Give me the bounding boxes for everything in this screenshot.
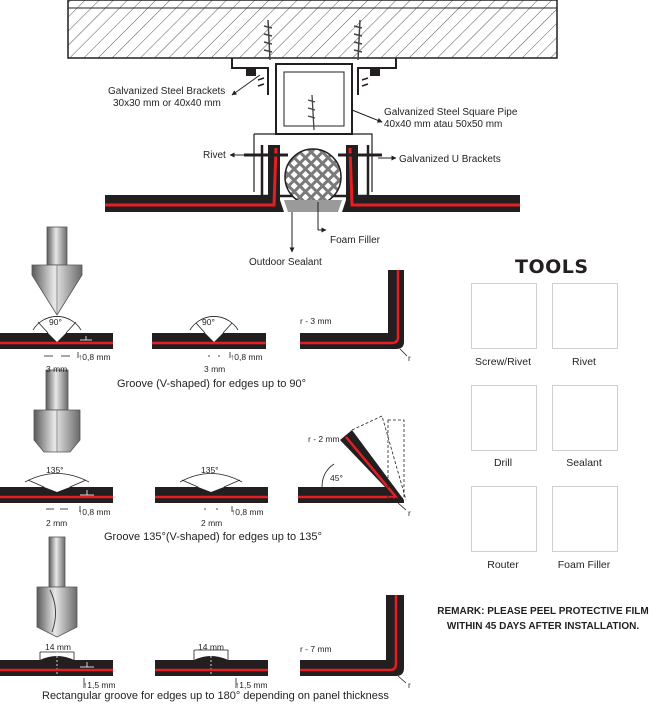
tool-card-foam-filler bbox=[552, 486, 618, 552]
tool-label-router: Router bbox=[487, 559, 519, 571]
tool-card-sealant bbox=[552, 385, 618, 451]
depth-label-180-a: ↑1,5 mm bbox=[83, 680, 116, 690]
tool-card-router bbox=[471, 486, 537, 552]
width-label-135-b: 2 mm bbox=[201, 518, 223, 528]
grooved-panel-90-b bbox=[152, 333, 266, 349]
depth-value-90-b: 0,8 mm bbox=[234, 352, 263, 362]
rivet-label: Rivet bbox=[203, 150, 226, 161]
v-groove-bit-90 bbox=[31, 226, 83, 316]
brackets-label: Galvanized Steel Brackets 30x30 mm or 40… bbox=[108, 86, 225, 110]
outdoor-sealant-label: Outdoor Sealant bbox=[249, 257, 322, 268]
remark-line2: WITHIN 45 DAYS AFTER INSTALLATION. bbox=[446, 621, 640, 632]
depth-label-135-a: ↑0,8 mm bbox=[78, 507, 111, 517]
panel-right bbox=[342, 145, 520, 212]
remark-note: REMARK: PLEASE PEEL PROTECTIVE FILM WITH… bbox=[437, 604, 649, 634]
folded-panel-90 bbox=[300, 270, 404, 349]
panel-left bbox=[105, 145, 284, 212]
remark-line1: REMARK: PLEASE PEEL PROTECTIVE FILM bbox=[437, 606, 649, 617]
concrete-slab bbox=[67, 0, 558, 59]
r-label-135: r bbox=[408, 508, 411, 518]
grooved-panel-rect-b bbox=[155, 656, 268, 676]
v-groove-90-row bbox=[0, 226, 408, 358]
depth-value-180-b: 1,5 mm bbox=[239, 680, 268, 690]
angle-label-135-b: 135° bbox=[201, 465, 219, 475]
width-label-90-a: 3 mm bbox=[46, 364, 68, 374]
tool-card-rivet bbox=[552, 283, 618, 349]
foam-filler-label: Foam Filler bbox=[330, 235, 381, 246]
pipe-label-line2: 40x40 mm atau 50x50 mm bbox=[384, 119, 503, 130]
r-label-90: r bbox=[408, 353, 411, 363]
brackets-label-line1: Galvanized Steel Brackets bbox=[108, 86, 226, 97]
width-label-180-a: 14 mm bbox=[45, 642, 71, 652]
angle-45-label: 45° bbox=[330, 473, 343, 483]
radius-label-135: r - 2 mm bbox=[308, 434, 340, 444]
brackets-label-line2: 30x30 mm or 40x40 mm bbox=[113, 98, 221, 109]
tool-label-sealant: Sealant bbox=[566, 457, 602, 469]
grooved-panel-135-b bbox=[155, 487, 268, 503]
wall-assembly bbox=[67, 0, 558, 253]
tools-title: TOOLS bbox=[515, 256, 589, 278]
v-groove-135-row bbox=[0, 369, 407, 512]
depth-value-135-b: 0,8 mm bbox=[235, 507, 264, 517]
outdoor-sealant bbox=[284, 200, 342, 212]
depth-label-90-a: ↑0,8 mm bbox=[78, 352, 111, 362]
rect-groove-row bbox=[0, 536, 407, 688]
angle-label-90-a: 90° bbox=[49, 317, 62, 327]
grooved-panel-135-a bbox=[0, 487, 113, 503]
tool-card-drill bbox=[471, 385, 537, 451]
depth-value-180-a: 1,5 mm bbox=[87, 680, 116, 690]
caption-180: Rectangular groove for edges up to 180° … bbox=[42, 690, 389, 702]
depth-value-135-a: 0,8 mm bbox=[82, 507, 111, 517]
ubrackets-label: Galvanized U Brackets bbox=[399, 154, 501, 165]
tool-label-screw-rivet: Screw/Rivet bbox=[474, 356, 531, 368]
width-label-90-b: 3 mm bbox=[204, 364, 226, 374]
depth-label-180-b: ↑1,5 mm bbox=[235, 680, 268, 690]
pipe-label: Galvanized Steel Square Pipe 40x40 mm at… bbox=[384, 107, 517, 131]
width-label-135-a: 2 mm bbox=[46, 518, 68, 528]
tool-label-drill: Drill bbox=[493, 457, 513, 469]
tool-label-foam-filler: Foam Filler bbox=[557, 559, 611, 571]
radius-label-180: r - 7 mm bbox=[300, 644, 332, 654]
steel-bracket-left bbox=[231, 58, 269, 95]
grooved-panel-rect-a bbox=[0, 656, 113, 676]
foam-filler-rod bbox=[284, 148, 342, 206]
steel-bracket-right bbox=[357, 58, 397, 95]
depth-label-135-b: ↑0,8 mm bbox=[231, 507, 264, 517]
tool-label-rivet: Rivet bbox=[572, 356, 596, 368]
depth-label-90-b: ↑0,8 mm bbox=[230, 352, 263, 362]
depth-value-90-a: 0,8 mm bbox=[82, 352, 111, 362]
anchor-screw-right bbox=[353, 19, 363, 61]
folded-panel-180 bbox=[300, 595, 404, 676]
r-label-180: r bbox=[408, 680, 411, 690]
caption-135: Groove 135°(V-shaped) for edges up to 13… bbox=[104, 531, 322, 543]
radius-label-90: r - 3 mm bbox=[300, 316, 332, 326]
angle-label-90-b: 90° bbox=[202, 317, 215, 327]
anchor-screw-left bbox=[263, 19, 273, 61]
grooved-panel-90-a bbox=[0, 333, 113, 349]
width-label-180-b: 14 mm bbox=[198, 642, 224, 652]
straight-router-bit bbox=[36, 536, 78, 638]
angle-label-135-a: 135° bbox=[46, 465, 64, 475]
caption-90: Groove (V-shaped) for edges up to 90° bbox=[117, 378, 307, 390]
pipe-label-line1: Galvanized Steel Square Pipe bbox=[384, 107, 518, 118]
v-groove-bit-135 bbox=[33, 369, 81, 453]
tool-card-screw-rivet bbox=[471, 283, 537, 349]
